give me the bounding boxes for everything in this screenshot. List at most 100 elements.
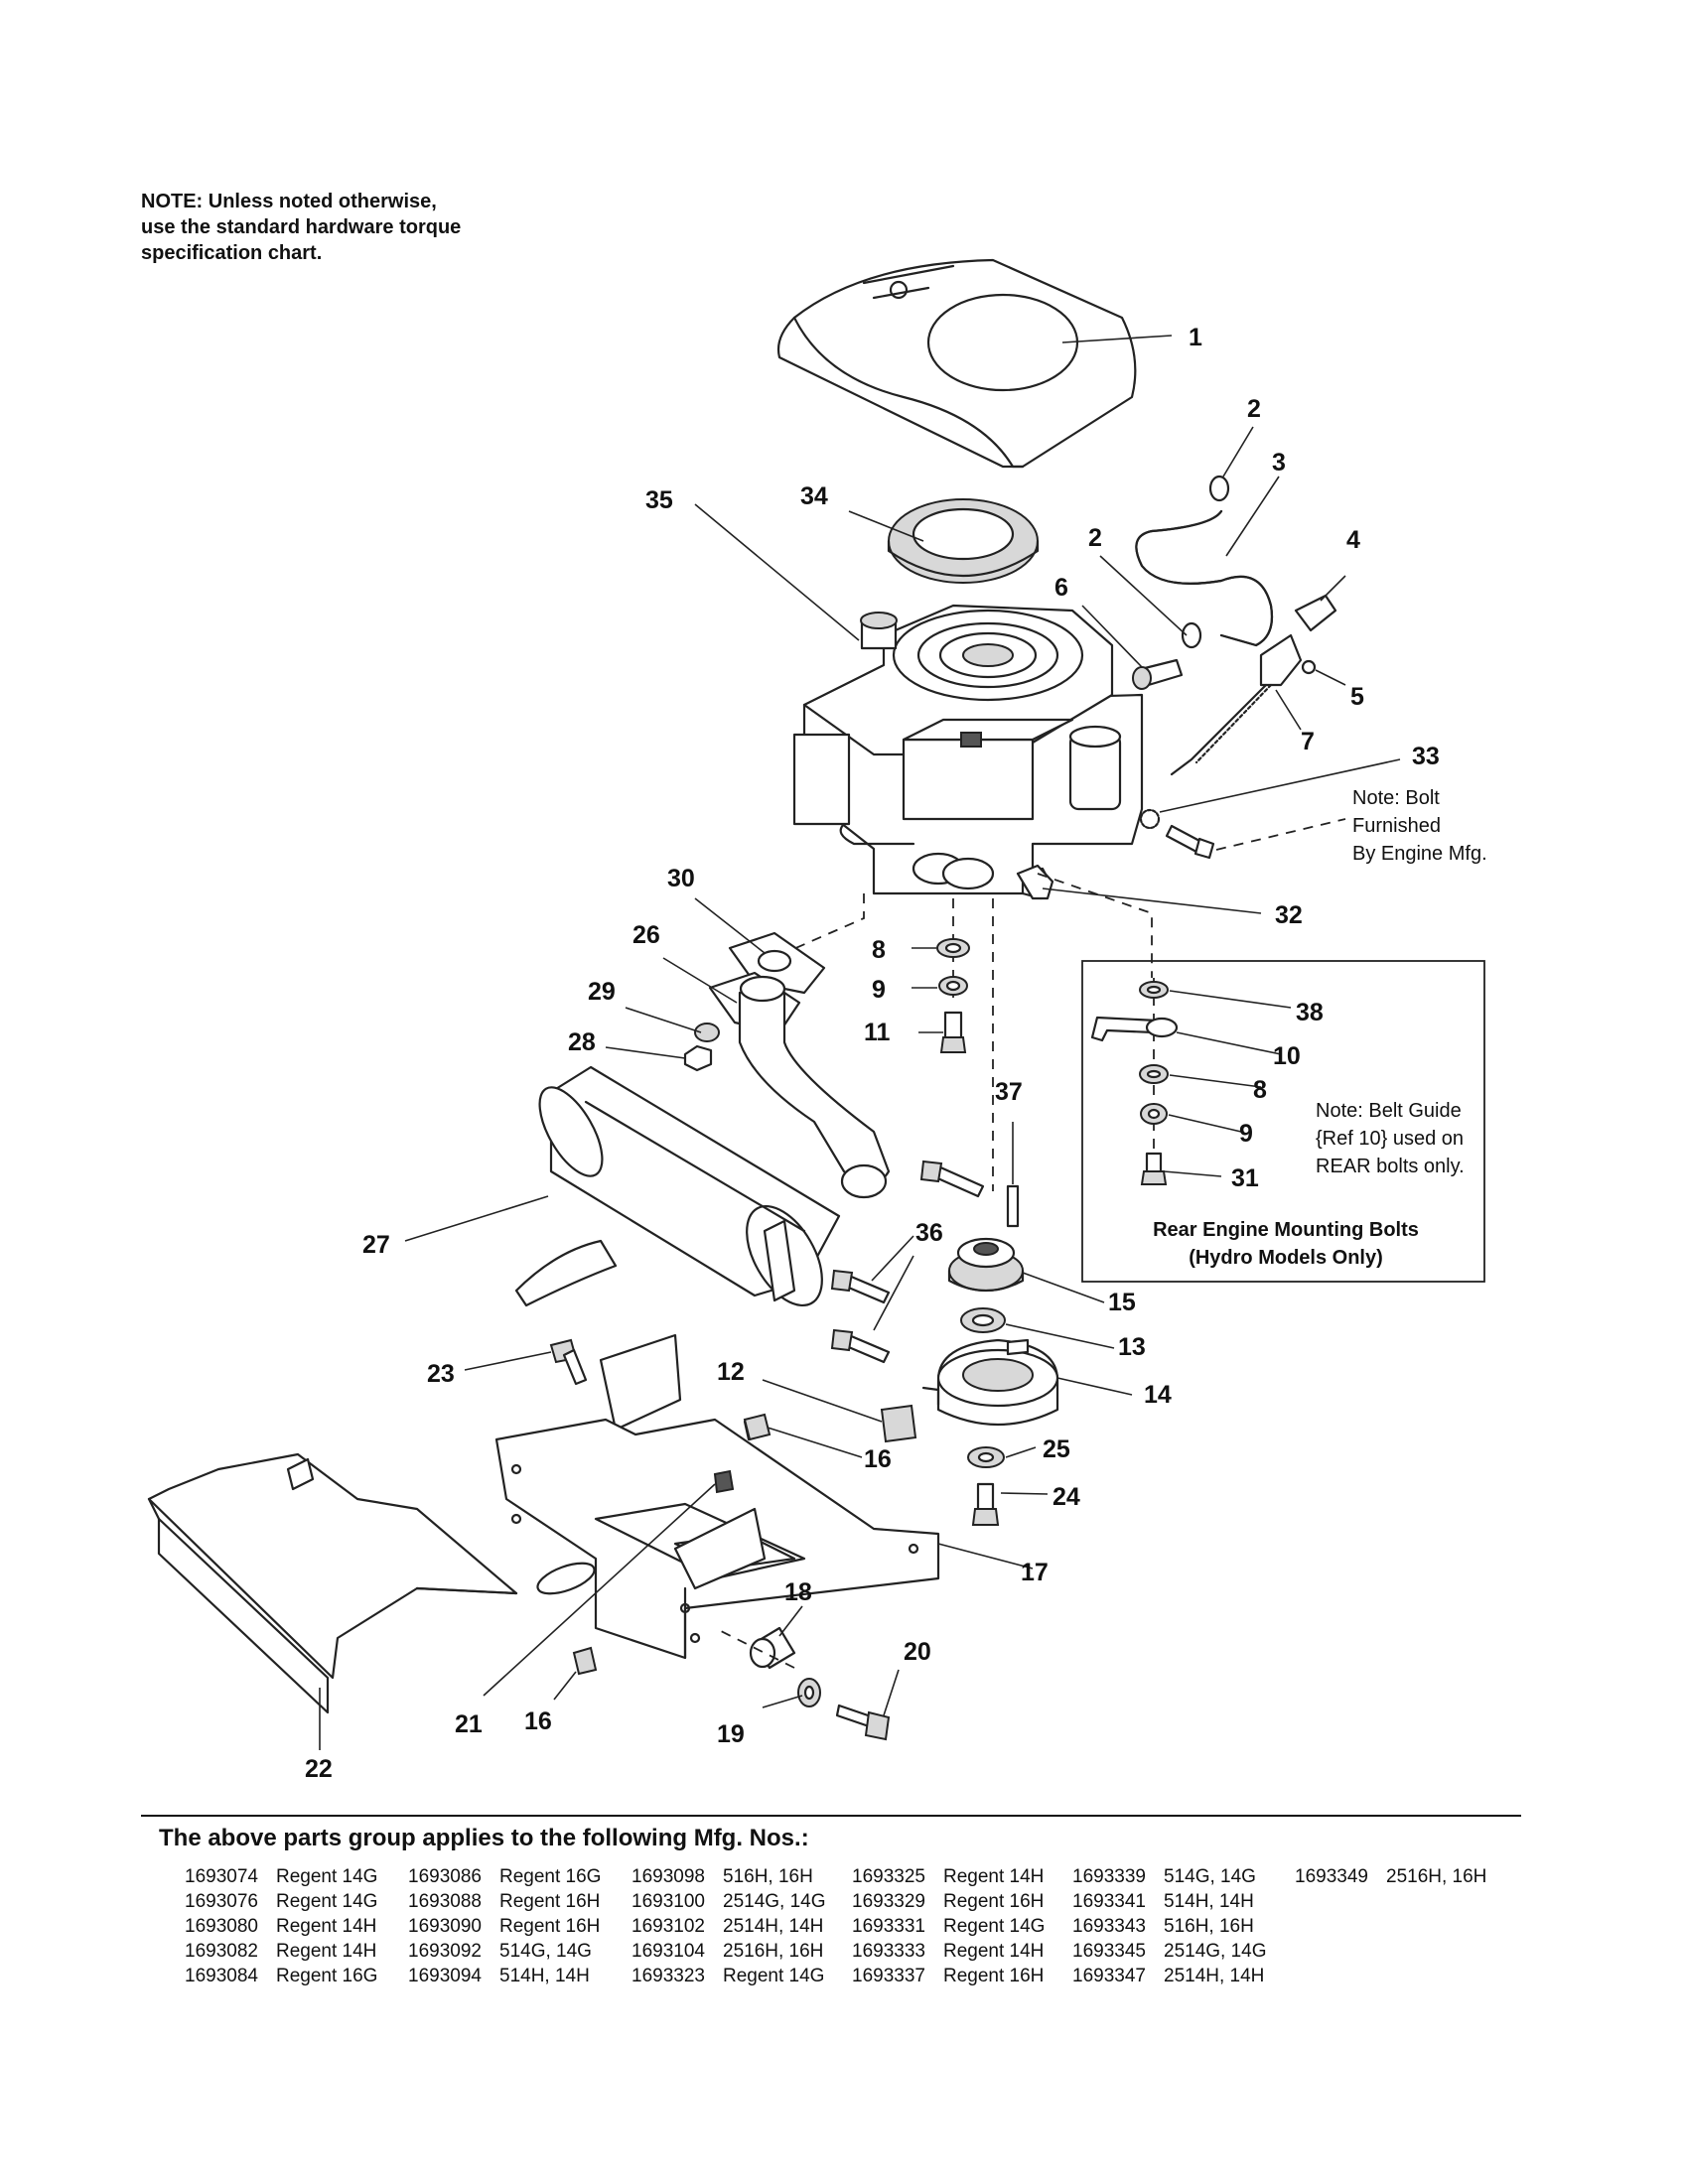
applies-section: The above parts group applies to the fol… (141, 1815, 1521, 1987)
mfg-number: 1693090 (408, 1916, 482, 1937)
mfg-number: 1693339 (1072, 1866, 1146, 1887)
part-2-clamp (1181, 475, 1230, 649)
callout-4: 4 (1346, 526, 1360, 554)
callout-8-rear: 8 (1253, 1076, 1267, 1104)
part-6-fitting (1132, 658, 1184, 690)
callout-28: 28 (568, 1028, 596, 1056)
mfg-number: 1693333 (852, 1941, 925, 1962)
mfg-model: 514G, 14G (499, 1941, 592, 1962)
mfg-entry (1295, 1891, 1493, 1913)
mfg-entry: 1693098 516H, 16H (632, 1866, 852, 1888)
mfg-number: 1693341 (1072, 1891, 1146, 1912)
callout-8-front: 8 (872, 936, 886, 964)
callout-37: 37 (995, 1078, 1023, 1106)
mfg-model: Regent 14G (723, 1966, 825, 1986)
callout-27: 27 (362, 1231, 390, 1259)
front-washers-8-9-11 (936, 938, 970, 1053)
part-33-bolt (1139, 808, 1346, 860)
callout-9-front: 9 (872, 976, 886, 1004)
callout-19: 19 (717, 1720, 745, 1748)
part-22-shield (147, 1452, 518, 1714)
callout-numbers: 1 2 2 3 4 5 6 7 8 8 9 9 10 11 12 13 14 1… (305, 324, 1440, 1783)
mfg-number: 1693098 (632, 1866, 705, 1887)
callout-26: 26 (632, 921, 660, 949)
mfg-model: 514H, 14H (1164, 1891, 1254, 1912)
part-15-pulley (947, 1237, 1025, 1292)
mfg-number: 1693080 (185, 1916, 258, 1937)
callout-31: 31 (1231, 1164, 1259, 1192)
mfg-number: 1693076 (185, 1891, 258, 1912)
callout-10: 10 (1273, 1042, 1301, 1070)
torque-note: NOTE: Unless noted otherwise, use the st… (141, 189, 558, 266)
callout-36: 36 (915, 1219, 943, 1247)
section-divider (141, 1815, 1521, 1817)
belt-guide-note-line-3: REAR bolts only. (1316, 1156, 1465, 1177)
callout-23: 23 (427, 1360, 455, 1388)
mfg-model: Regent 14H (276, 1941, 377, 1962)
applies-title: The above parts group applies to the fol… (159, 1825, 809, 1851)
part-28-29-nut-washer (683, 1023, 720, 1072)
callout-7: 7 (1301, 728, 1315, 755)
mfg-number: 1693349 (1295, 1866, 1368, 1887)
callout-11: 11 (864, 1019, 891, 1046)
mfg-entry: 1693082 Regent 14H (185, 1941, 408, 1963)
leader-lines (319, 335, 1401, 1750)
mfg-number: 1693325 (852, 1866, 925, 1887)
mfg-number: 1693343 (1072, 1916, 1146, 1937)
mfg-number: 1693100 (632, 1891, 705, 1912)
mfg-entry: 1693341 514H, 14H (1072, 1891, 1295, 1913)
mfg-model: 516H, 16H (723, 1866, 813, 1887)
mfg-entry: 1693323 Regent 14G (632, 1966, 852, 1987)
callout-25: 25 (1043, 1435, 1070, 1463)
part-34-air-filter (887, 498, 1040, 584)
part-24-bolt (971, 1482, 1000, 1526)
callout-30: 30 (667, 865, 695, 892)
mfg-model: 514G, 14G (1164, 1866, 1256, 1887)
callout-32: 32 (1275, 901, 1303, 929)
mfg-entry: 1693345 2514G, 14G (1072, 1941, 1295, 1963)
mfg-model: Regent 14H (943, 1941, 1045, 1962)
callout-21: 21 (455, 1710, 483, 1738)
part-36-bolts (830, 1160, 985, 1364)
part-12-block (880, 1404, 917, 1443)
part-16-clips (572, 1413, 772, 1676)
mfg-number: 1693082 (185, 1941, 258, 1962)
mfg-number: 1693345 (1072, 1941, 1146, 1962)
engine-block (792, 604, 1144, 900)
mfg-number: 1693329 (852, 1891, 925, 1912)
mfg-number: 1693074 (185, 1866, 258, 1887)
mfg-model: Regent 16G (499, 1866, 602, 1887)
rear-mount-box: Note: Belt Guide {Ref 10} used on REAR b… (1081, 960, 1485, 1283)
mfg-number: 1693323 (632, 1966, 705, 1986)
belt-guide-note-line-2: {Ref 10} used on (1316, 1128, 1464, 1150)
mfg-entry: 1693080 Regent 14H (185, 1916, 408, 1938)
part-19-washer (797, 1678, 821, 1707)
part-14-clutch (921, 1338, 1059, 1427)
mfg-number: 1693084 (185, 1966, 258, 1986)
callout-24: 24 (1052, 1483, 1080, 1511)
part-37-key (1006, 1184, 1020, 1228)
callout-34: 34 (800, 482, 828, 510)
part-3-hose (1135, 509, 1274, 647)
mfg-model: 2514G, 14G (1164, 1941, 1267, 1962)
callout-18: 18 (784, 1578, 812, 1606)
mfg-model: Regent 14H (276, 1916, 377, 1937)
callout-38: 38 (1296, 999, 1324, 1026)
bolt-note-line-2: Furnished (1352, 815, 1441, 837)
part-13-washer (960, 1307, 1006, 1333)
callout-6: 6 (1054, 574, 1068, 602)
mfg-model: 514H, 14H (499, 1966, 590, 1986)
callout-16-upper: 16 (864, 1445, 892, 1473)
